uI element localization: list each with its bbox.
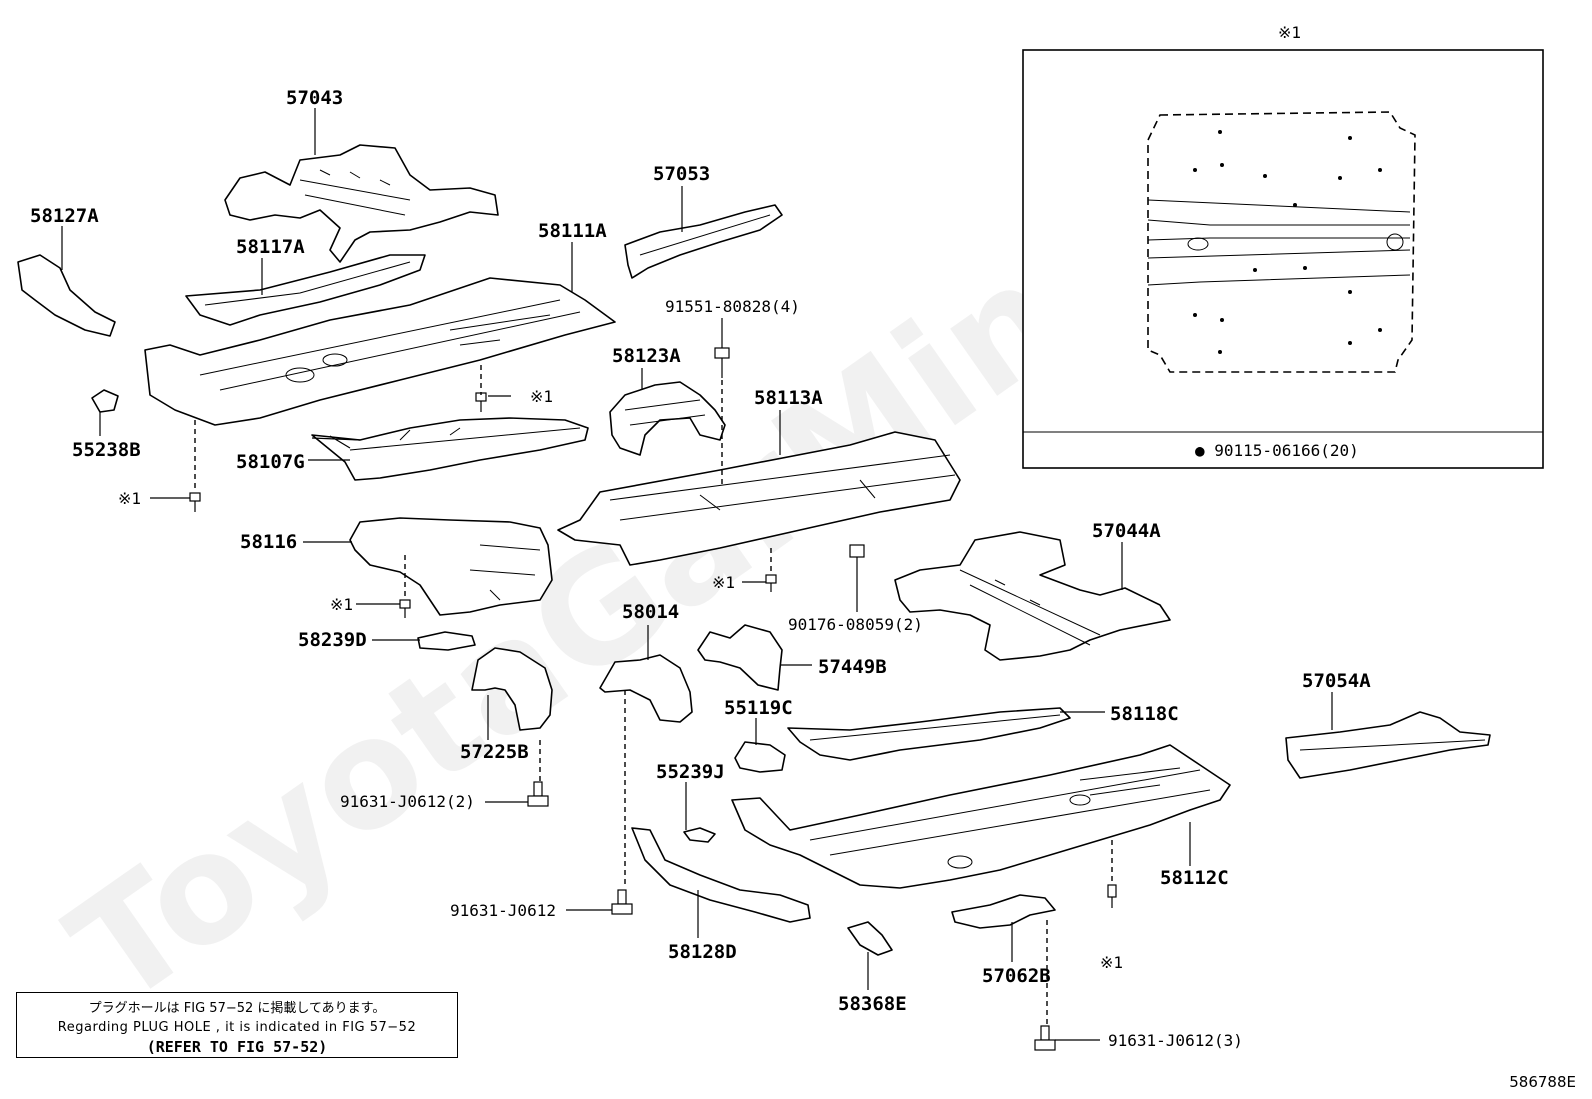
part-58239D-shape (417, 631, 476, 651)
label-57449B: 57449B (818, 656, 887, 678)
label-58127A: 58127A (30, 205, 99, 227)
part-58112C-shape (731, 744, 1231, 889)
bolt-icon (527, 781, 549, 807)
nut-icon (849, 544, 865, 565)
part-55119C-shape (734, 741, 786, 773)
part-55238B-shape (91, 389, 119, 413)
part-57043-shape (224, 144, 499, 263)
label-55239J: 55239J (656, 761, 725, 783)
label-58107G: 58107G (236, 451, 305, 473)
inset-title: ※1 (1278, 23, 1301, 42)
bolt-icon (189, 492, 201, 512)
label-58239D: 58239D (298, 629, 367, 651)
label-58116: 58116 (240, 531, 297, 553)
ref-mark-2: ※1 (118, 489, 141, 508)
label-91551-80828: 91551-80828(4) (665, 297, 800, 316)
part-57062B-shape (951, 894, 1056, 929)
part-57053-shape (624, 204, 783, 279)
plug-hole-note: プラグホールは FIG 57−52 に掲載してあります。 Regarding P… (16, 992, 458, 1058)
note-japanese: プラグホールは FIG 57−52 に掲載してあります。 (88, 1001, 386, 1016)
part-58127A-shape (17, 254, 116, 337)
bolt-icon (765, 574, 777, 592)
part-58368E-shape (847, 921, 893, 956)
part-55239J-shape (683, 827, 716, 843)
bolt-icon (1034, 1025, 1056, 1051)
figure-code: 586788E (1509, 1073, 1576, 1091)
inset-floor-outline (1147, 111, 1416, 373)
label-58128D: 58128D (668, 941, 737, 963)
part-58118C-shape (787, 707, 1071, 761)
label-58111A: 58111A (538, 220, 607, 242)
ref-mark-4: ※1 (712, 573, 735, 592)
note-refer-link[interactable]: (REFER TO FIG 57-52) (146, 1038, 328, 1056)
bolt-icon (475, 392, 487, 412)
label-57053: 57053 (653, 163, 710, 185)
part-58107G-shape (311, 417, 589, 481)
bolt-icon (1107, 884, 1117, 908)
label-58123A: 58123A (612, 345, 681, 367)
label-57043: 57043 (286, 87, 343, 109)
label-58368E: 58368E (838, 993, 907, 1015)
part-58116-shape (349, 517, 553, 616)
label-91631-J0612: 91631-J0612 (450, 901, 556, 920)
bolt-icon (714, 347, 730, 378)
part-57449B-shape (697, 624, 783, 691)
bolt-icon (611, 889, 633, 915)
bolt-icon (399, 599, 411, 618)
label-57225B: 57225B (460, 741, 529, 763)
label-91631-J0612-2: 91631-J0612(2) (340, 792, 475, 811)
note-english: Regarding PLUG HOLE , it is indicated in… (57, 1020, 417, 1035)
label-55119C: 55119C (724, 697, 793, 719)
part-58117A-shape (185, 254, 426, 326)
inset-panel: ※1 ● 90115-06166(20) (1022, 23, 1544, 469)
ref-mark-3: ※1 (330, 595, 353, 614)
ref-mark-5: ※1 (1100, 953, 1123, 972)
part-58128D-shape (631, 827, 811, 923)
label-57054A: 57054A (1302, 670, 1371, 692)
label-58014: 58014 (622, 601, 679, 623)
label-90176-08059: 90176-08059(2) (788, 615, 923, 634)
label-57044A: 57044A (1092, 520, 1161, 542)
label-58117A: 58117A (236, 236, 305, 258)
label-55238B: 55238B (72, 439, 141, 461)
part-58113A-shape (557, 431, 961, 566)
part-57044A-shape (894, 531, 1171, 661)
part-58111A-shape (144, 277, 616, 426)
label-58112C: 58112C (1160, 867, 1229, 889)
label-57062B: 57062B (982, 965, 1051, 987)
label-58113A: 58113A (754, 387, 823, 409)
inset-fastener-label: ● 90115-06166(20) (1195, 441, 1359, 460)
part-58014-shape (599, 654, 693, 723)
part-57225B-shape (471, 647, 553, 731)
label-91631-J0612-3: 91631-J0612(3) (1108, 1031, 1243, 1050)
label-58118C: 58118C (1110, 703, 1179, 725)
ref-mark-1: ※1 (530, 387, 553, 406)
